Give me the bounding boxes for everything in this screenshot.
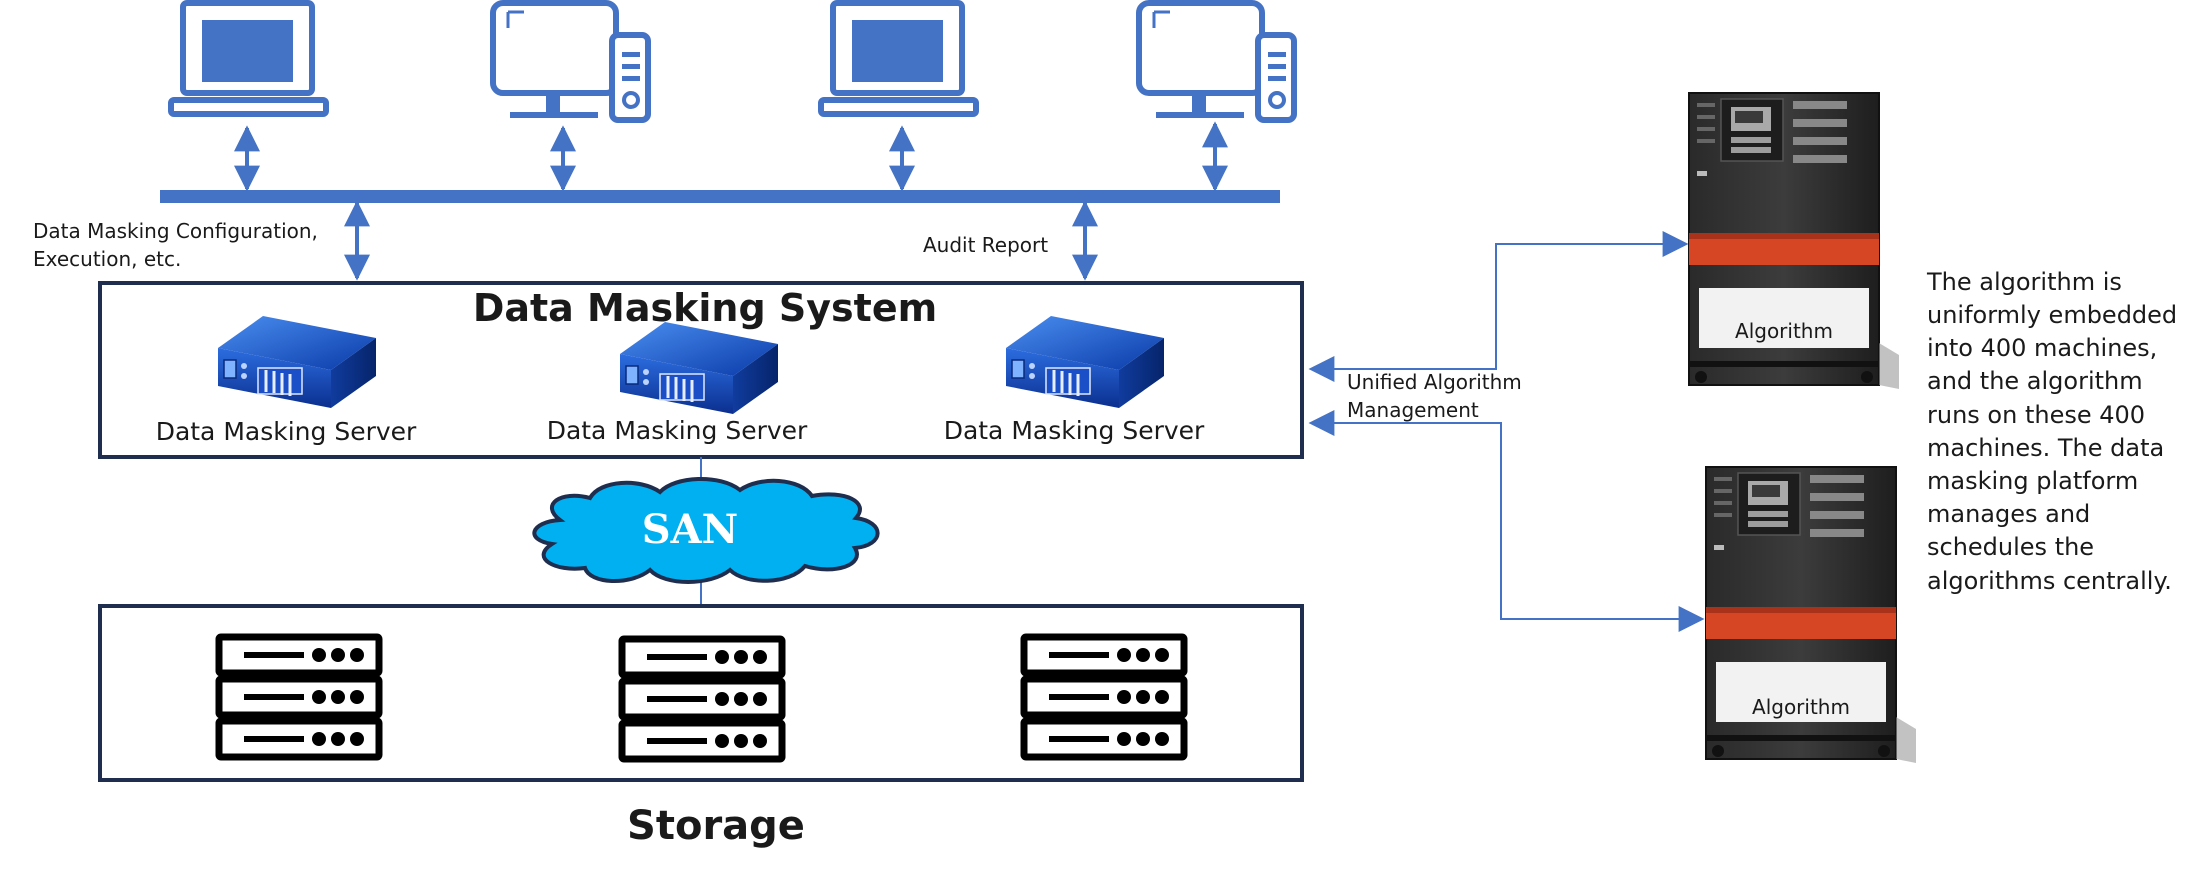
laptop-icon xyxy=(821,3,976,114)
server-label: Data Masking Server xyxy=(944,416,1205,445)
audit-report-label: Audit Report xyxy=(923,233,1048,257)
system-title: Data Masking System xyxy=(473,286,937,330)
algorithm-machine-2: Algorithm xyxy=(1705,466,1917,764)
storage-frame xyxy=(98,604,1304,782)
storage-array-icon xyxy=(622,639,782,759)
server-label: Data Masking Server xyxy=(547,416,808,445)
algorithm-machine-1: Algorithm xyxy=(1688,92,1900,390)
rack-server-icon xyxy=(618,320,780,416)
server-label: Data Masking Server xyxy=(156,417,417,446)
data-masking-server-2: Data Masking Server xyxy=(547,320,808,445)
storage-array-icon xyxy=(1024,637,1184,757)
san-cloud: SAN xyxy=(532,477,880,584)
rack-server-icon xyxy=(216,314,378,410)
storage-array-icon xyxy=(219,637,379,757)
rack-server-icon xyxy=(1004,314,1166,410)
desktop-computer-icon xyxy=(1139,3,1294,120)
algorithm-label: Algorithm xyxy=(1752,695,1850,719)
laptop-icon xyxy=(171,3,326,114)
client-desktop-1 xyxy=(493,3,648,120)
cloud-icon xyxy=(532,477,880,584)
client-laptop-2 xyxy=(821,3,976,114)
client-desktop-2 xyxy=(1139,3,1294,120)
unified-algorithm-label: Unified Algorithm Management xyxy=(1347,370,1528,422)
algorithm-link-top xyxy=(1308,231,1689,382)
algorithm-label: Algorithm xyxy=(1735,319,1833,343)
data-masking-server-1: Data Masking Server xyxy=(156,314,417,446)
network-bus xyxy=(160,190,1280,203)
algorithm-link-bottom xyxy=(1308,410,1705,632)
algorithm-description: The algorithm is uniformly embedded into… xyxy=(1926,268,2185,595)
data-masking-server-3: Data Masking Server xyxy=(944,314,1205,445)
ibm-machine-icon xyxy=(1688,92,1900,390)
config-label: Data Masking Configuration, Execution, e… xyxy=(33,219,324,271)
desktop-computer-icon xyxy=(493,3,648,120)
san-label: SAN xyxy=(642,506,738,553)
client-laptop-1 xyxy=(171,3,326,114)
storage-title: Storage xyxy=(627,803,805,849)
